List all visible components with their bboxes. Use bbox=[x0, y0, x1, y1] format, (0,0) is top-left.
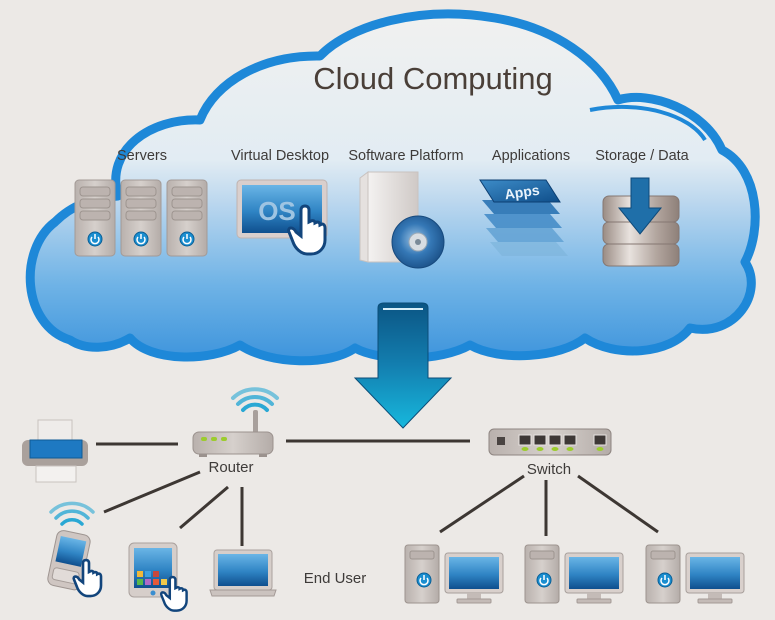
service-label-storage-data: Storage / Data bbox=[595, 148, 689, 164]
apps-stack-icon: Apps bbox=[479, 179, 568, 256]
monitor-icon bbox=[564, 552, 624, 604]
server-tower-icon bbox=[120, 179, 162, 257]
service-label-virtual-desktop: Virtual Desktop bbox=[231, 148, 329, 164]
tablet-icon bbox=[128, 542, 188, 612]
os-screen-text: OS bbox=[258, 196, 296, 226]
laptop-icon bbox=[209, 549, 277, 597]
database-download-icon bbox=[602, 177, 680, 267]
desktop-pc-icon bbox=[524, 544, 624, 604]
wire-switch-pc1 bbox=[439, 474, 525, 534]
printer-icon bbox=[22, 419, 88, 483]
desktop-pc-icon bbox=[645, 544, 745, 604]
desktop-pc-icon bbox=[404, 544, 504, 604]
server-tower-icon bbox=[74, 179, 116, 257]
end-user-label: End User bbox=[304, 570, 367, 587]
router-icon bbox=[192, 387, 279, 457]
switch-label: Switch bbox=[527, 461, 571, 478]
pointer-hand-icon bbox=[159, 575, 188, 612]
wire-router-phone bbox=[103, 470, 201, 514]
server-rack-icon bbox=[74, 179, 208, 257]
network-wires bbox=[96, 439, 659, 546]
monitor-icon bbox=[444, 552, 504, 604]
software-box-icon bbox=[359, 171, 445, 269]
pointer-hand-icon bbox=[72, 558, 103, 598]
pointer-hand-icon bbox=[287, 204, 327, 256]
service-label-software-platform: Software Platform bbox=[348, 148, 463, 164]
app-grid-icons bbox=[137, 571, 167, 585]
wifi-signal-icon bbox=[49, 501, 95, 526]
smartphone-icon bbox=[47, 501, 103, 598]
os-monitor-icon: OS bbox=[236, 179, 328, 256]
apps-layer-text: Apps bbox=[504, 182, 541, 203]
service-label-servers: Servers bbox=[117, 148, 167, 164]
cloud-title: Cloud Computing bbox=[313, 61, 553, 96]
router-label: Router bbox=[208, 459, 253, 476]
wifi-signal-icon bbox=[231, 387, 279, 412]
download-arrow-icon bbox=[353, 302, 453, 429]
server-tower-icon bbox=[166, 179, 208, 257]
switch-icon bbox=[488, 428, 612, 456]
service-label-applications: Applications bbox=[492, 148, 570, 164]
wire-switch-pc3 bbox=[577, 474, 659, 534]
cloud-inner-highlight bbox=[589, 104, 707, 142]
wire-router-tablet bbox=[179, 485, 229, 530]
monitor-icon bbox=[685, 552, 745, 604]
